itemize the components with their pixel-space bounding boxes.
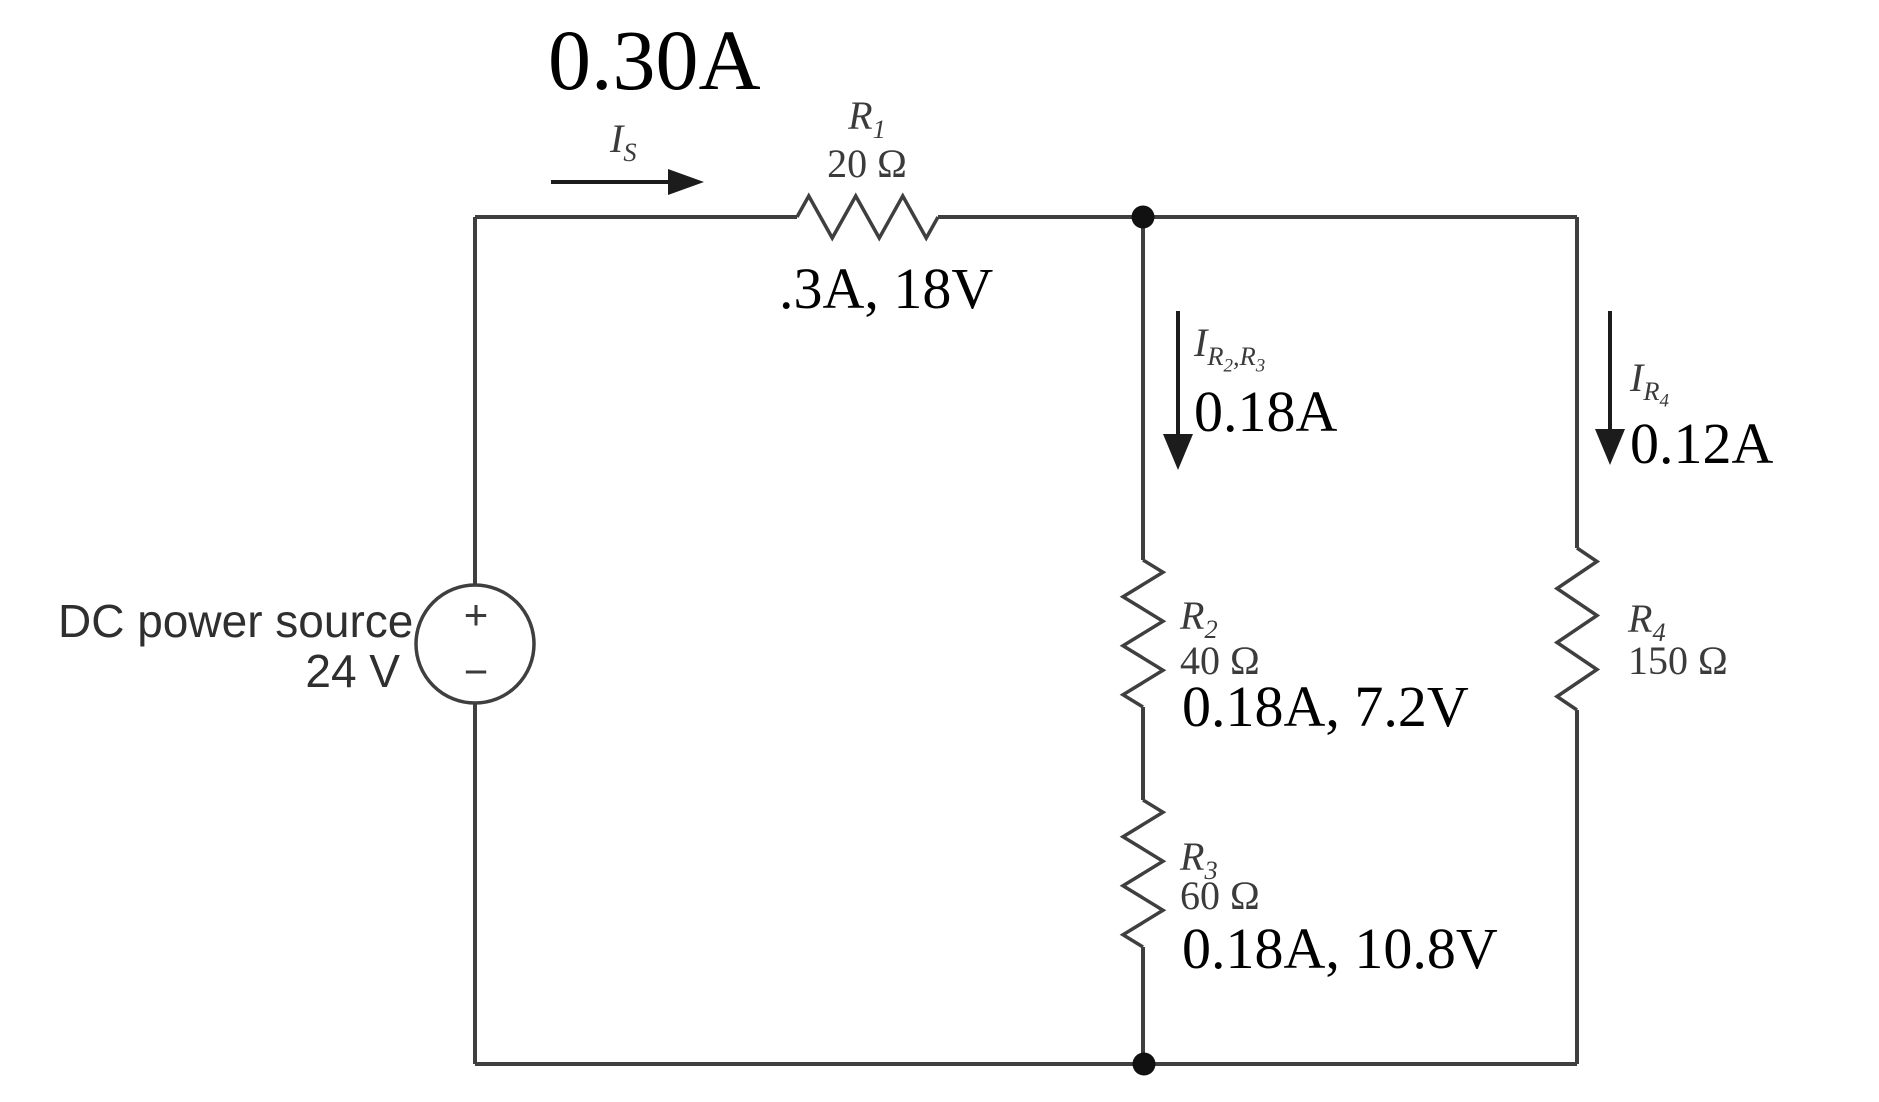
source-current-symbol-base: I xyxy=(610,116,624,161)
plus-terminal-label: + xyxy=(463,591,489,638)
dc-source-label: DC power source 24 V xyxy=(58,596,413,697)
junction-dot-top xyxy=(1131,205,1155,229)
junction-dot-bottom xyxy=(1132,1052,1156,1076)
resistor-r1-solution-label: .3A, 18V xyxy=(779,256,994,321)
resistor-r2-value-label: 40 Ω xyxy=(1180,638,1260,683)
resistor-r1-symbol xyxy=(795,192,940,242)
resistor-r2-symbol xyxy=(1119,558,1167,709)
r2r3-current-value-label: 0.18A xyxy=(1194,379,1338,444)
resistor-r1-value-label: 20 Ω xyxy=(827,141,907,186)
source-current-symbol-label: IS xyxy=(610,116,637,166)
resistor-r4-label: R4 xyxy=(1628,596,1666,647)
r2r3-current-symbol-label: IR2,R3 xyxy=(1194,320,1266,377)
resistor-r2-solution-label: 0.18A, 7.2V xyxy=(1182,674,1469,739)
resistor-r2-label: R2 xyxy=(1180,593,1218,644)
source-current-symbol-sub: S xyxy=(623,137,637,167)
r2r3-current-arrow xyxy=(1163,311,1193,470)
resistor-r4-value-label: 150 Ω xyxy=(1628,638,1728,683)
dc-source-title: DC power source xyxy=(58,595,414,647)
source-current-value-label: 0.30A xyxy=(548,12,761,108)
resistor-r1-label: R1 xyxy=(848,93,886,144)
r4-current-arrow xyxy=(1595,311,1625,465)
resistor-r3-label: R3 xyxy=(1180,834,1218,885)
resistor-r4-symbol xyxy=(1553,546,1601,712)
r4-current-value-label: 0.12A xyxy=(1630,411,1774,476)
resistor-r3-solution-label: 0.18A, 10.8V xyxy=(1182,916,1498,981)
resistor-r3-value-label: 60 Ω xyxy=(1180,873,1260,918)
resistor-r3-symbol xyxy=(1119,798,1167,949)
dc-source-voltage: 24 V xyxy=(305,645,400,697)
minus-terminal-label: − xyxy=(463,648,489,695)
source-current-arrow xyxy=(551,169,704,195)
r4-current-symbol-label: IR4 xyxy=(1630,355,1669,412)
